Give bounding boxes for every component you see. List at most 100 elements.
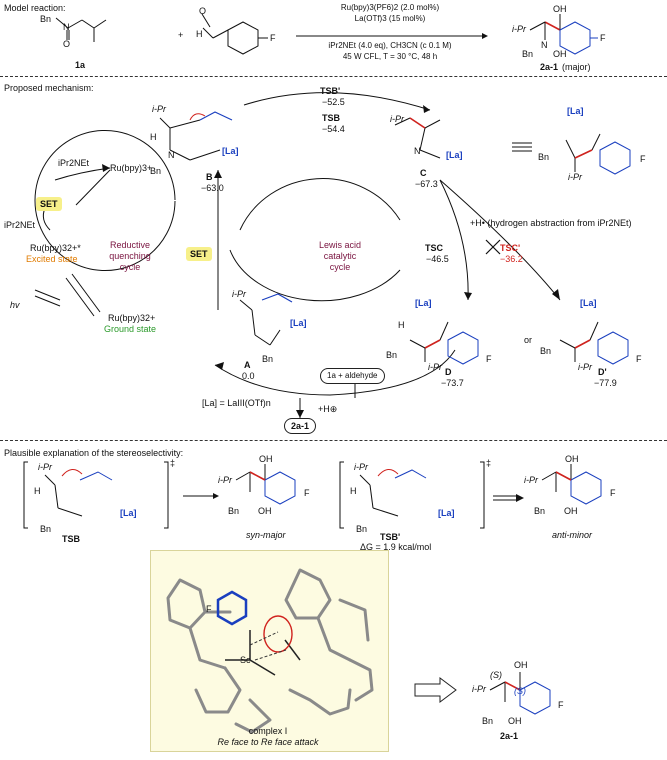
complex-attack-mode: Re face to Re face attack xyxy=(217,737,319,747)
tsb-dagger: ‡ xyxy=(170,458,176,468)
tsb-h: H xyxy=(34,486,41,496)
aldehyde-f: F xyxy=(270,33,276,43)
tsb-prime-dagger: ‡ xyxy=(486,458,492,468)
tsb-prime-ipr: i-Pr xyxy=(354,462,368,472)
a-ipr: i-Pr xyxy=(232,289,246,299)
final-s2: (S) xyxy=(514,686,526,696)
product-n: N xyxy=(541,40,548,50)
d-la: [La] xyxy=(415,298,432,308)
intermediate-a-energy: 0.0 xyxy=(242,371,255,381)
product-ipr: i-Pr xyxy=(512,24,526,34)
or-text: or xyxy=(524,335,533,345)
tsb-prime-la: [La] xyxy=(438,508,455,518)
product-noh: OH xyxy=(553,49,567,59)
lewis-cycle-line1: Lewis acid xyxy=(318,240,362,250)
final-s1: (S) xyxy=(490,670,502,680)
product-bn: Bn xyxy=(522,49,534,59)
final-product-label: 2a-1 xyxy=(500,731,519,741)
plus-sign: + xyxy=(178,30,184,40)
tsb-la: [La] xyxy=(120,508,137,518)
condition-catalyst: Ru(bpy)3(PF6)2 (2.0 mol%) xyxy=(340,3,440,12)
a-bn: Bn xyxy=(262,354,274,364)
atom-o: O xyxy=(63,39,71,49)
anti-bn: Bn xyxy=(534,506,546,516)
syn-ipr: i-Pr xyxy=(218,475,232,485)
complex-sc: Sc xyxy=(240,655,251,665)
intermediate-d-prime-label: D' xyxy=(598,367,607,377)
excited-state-label: Excited state xyxy=(26,254,78,264)
ground-state-label: Ground state xyxy=(104,324,157,334)
anti-oh: OH xyxy=(565,454,579,464)
ts-c-energy: −46.5 xyxy=(426,254,449,264)
b-n: N xyxy=(168,150,175,160)
ts-b-prime-label: TSB' xyxy=(320,86,341,96)
ru2-ground: Ru(bpy)32+ xyxy=(108,313,156,323)
ts-c-prime-energy: −36.2 xyxy=(500,254,523,264)
d-prime-bn: Bn xyxy=(540,346,552,356)
ts-c-prime-label: TSC' xyxy=(500,243,521,253)
hydrogen-abstraction-note: +H• (hydrogen abstraction from iPr2NEt) xyxy=(470,218,632,228)
c-ipr: i-Pr xyxy=(390,114,404,124)
a-la: [La] xyxy=(290,318,307,328)
final-ipr: i-Pr xyxy=(472,684,486,694)
c-equiv-bn: Bn xyxy=(538,152,550,162)
condition-lewis-acid: La(OTf)3 (15 mol%) xyxy=(354,14,426,23)
intermediate-b-energy: −63.0 xyxy=(201,183,224,193)
lewis-cycle-line3: cycle xyxy=(329,262,351,272)
d-prime-f: F xyxy=(636,354,642,364)
d-bn: Bn xyxy=(386,350,398,360)
product-major-note: (major) xyxy=(562,62,591,72)
c-la: [La] xyxy=(446,150,463,160)
ts-b-energy: −54.4 xyxy=(322,124,345,134)
tsb-label: TSB xyxy=(62,534,80,544)
product-label-2a-1: 2a-1 xyxy=(540,62,559,72)
intermediate-c-label: C xyxy=(420,168,427,178)
proton-label: +H⊕ xyxy=(318,404,338,414)
condition-light-temp: 45 W CFL, T = 30 °C, 48 h xyxy=(342,52,438,61)
aldehyde-h: H xyxy=(196,29,203,39)
final-oh: OH xyxy=(514,660,528,670)
anti-ipr: i-Pr xyxy=(524,475,538,485)
b-h: H xyxy=(150,132,157,142)
lewis-cycle-line2: catalytic xyxy=(323,251,357,261)
c-equiv-f: F xyxy=(640,154,646,164)
set-badge-right: SET xyxy=(186,247,212,261)
anti-minor-label: anti-minor xyxy=(552,530,593,540)
intermediate-d-prime-energy: −77.9 xyxy=(594,378,617,388)
tsb-prime-label: TSB' xyxy=(380,532,401,542)
syn-major-label: syn-major xyxy=(246,530,286,540)
reductive-cycle-line1: Reductive xyxy=(109,240,151,250)
model-heading: Model reaction: xyxy=(4,3,66,13)
input-pill: 1a + aldehyde xyxy=(320,368,385,384)
d-prime-ipr: i-Pr xyxy=(578,362,592,372)
amine-radical-cation: iPr2NEt xyxy=(58,158,90,168)
reactant-label-1a: 1a xyxy=(75,60,86,70)
intermediate-c-energy: −67.3 xyxy=(415,179,438,189)
intermediate-d-energy: −73.7 xyxy=(441,378,464,388)
final-bn: Bn xyxy=(482,716,494,726)
tsb-prime-h: H xyxy=(350,486,357,496)
tsb-bn: Bn xyxy=(40,524,52,534)
mechanism-heading: Proposed mechanism: xyxy=(4,83,94,93)
d-ipr: i-Pr xyxy=(428,362,442,372)
stereo-heading: Plausible explanation of the stereoselec… xyxy=(4,448,184,458)
atom-bn: Bn xyxy=(40,14,52,24)
b-ipr: i-Pr xyxy=(152,104,166,114)
condition-base-solvent: iPr2NEt (4.0 eq), CH3CN (c 0.1 M) xyxy=(328,41,452,50)
syn-noh: OH xyxy=(258,506,272,516)
hv-label: hv xyxy=(10,300,20,310)
atom-n: N xyxy=(63,22,70,32)
divider-2 xyxy=(0,440,667,441)
reductive-cycle-line2: quenching xyxy=(109,251,151,261)
d-h: H xyxy=(398,320,405,330)
tsb-ipr: i-Pr xyxy=(38,462,52,472)
b-la: [La] xyxy=(222,146,239,156)
d-prime-la: [La] xyxy=(580,298,597,308)
ru2-excited: Ru(bpy)32+* xyxy=(30,243,81,253)
amine: iPr2NEt xyxy=(4,220,36,230)
intermediate-a-label: A xyxy=(244,360,251,370)
aldehyde-o: O xyxy=(199,6,207,16)
